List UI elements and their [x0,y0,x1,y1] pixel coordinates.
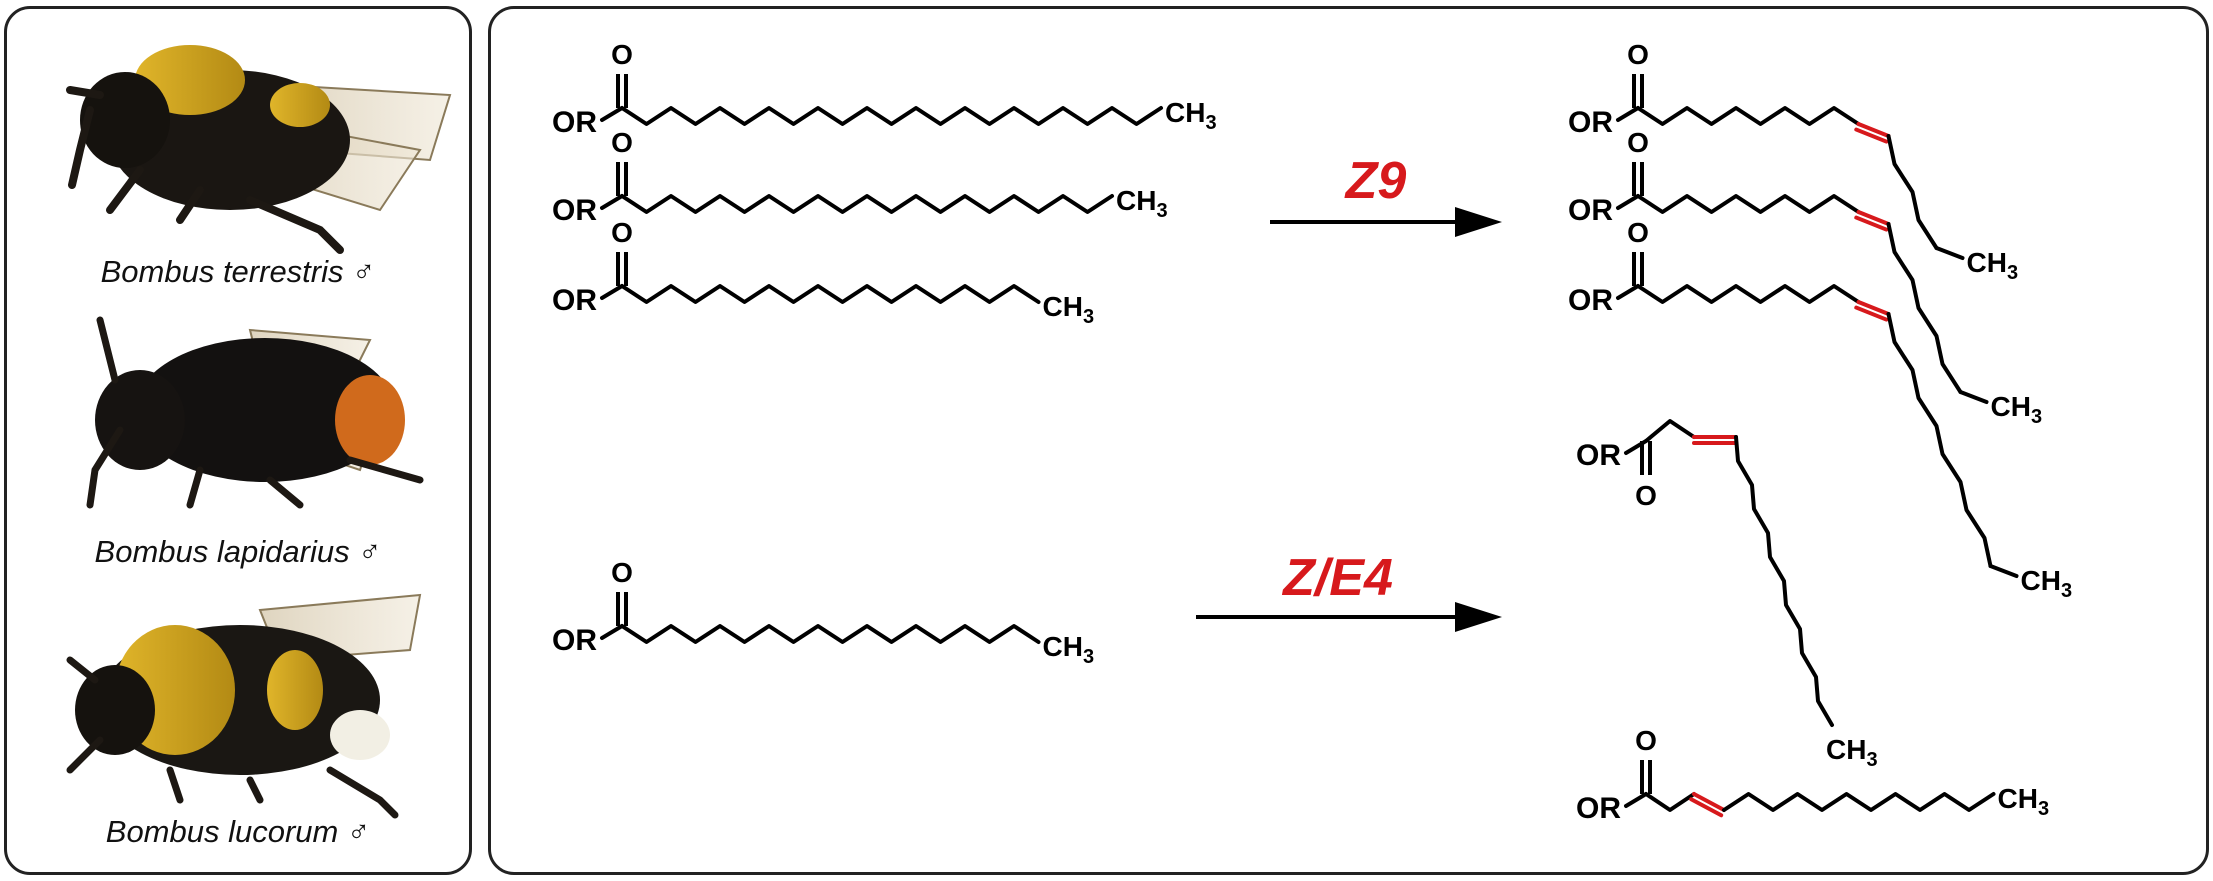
double-bond [1854,127,1889,144]
oxygen-label: O [1627,39,1649,70]
methyl-label: CH3 [1998,783,2050,820]
substrate-c18: OR O CH3 [552,39,1217,139]
substrate-c16: OR O CH3 [552,127,1168,227]
arrowhead-z9 [1455,207,1502,237]
ester-label: OR [552,194,597,227]
methyl-label: CH3 [1165,97,1217,134]
alkyl-chain [1644,419,1696,443]
ester-label: OR [1576,792,1621,825]
species-label-lapidarius: Bombus lapidarius ♂ [94,534,382,569]
reaction-label-z9: Z9 [1344,152,1407,210]
bee-photo-lapidarius [86,316,424,509]
double-bond [1854,305,1889,322]
species-label-terrestris: Bombus terrestris ♂ [100,254,376,289]
molecule-structures: OROCH3OROCH3OROCH3OROCH3OROCH3OROCH3OROC… [552,39,2072,825]
product-z9-c14: OR O CH3 [1568,217,2072,602]
alkyl-chain [620,106,1163,126]
arrowhead-ze4 [1455,602,1502,632]
oxygen-label: O [1627,127,1649,158]
alkyl-chain [620,194,1114,214]
alkyl-chain [1636,194,1861,214]
reaction-panel [488,6,2209,875]
ester-bond [1624,792,1648,808]
bee-photo-terrestris [66,45,452,254]
double-bond [1854,215,1889,232]
product-z9-c16: OR O CH3 [1568,127,2042,428]
product-e4: OR O CH3 [1576,725,2049,825]
ester-bond [1616,194,1640,210]
substrate-c14-b: OR O CH3 [552,557,1094,668]
alkyl-chain [1636,284,1861,304]
methyl-label: CH3 [1991,391,2043,428]
alkyl-chain [1958,390,1989,404]
oxygen-label: O [611,127,633,158]
methyl-label: CH3 [1043,291,1095,328]
alkyl-chain [1644,792,1696,812]
alkyl-chain [1734,435,1834,727]
oxygen-label: O [611,217,633,248]
oxygen-label: O [1627,217,1649,248]
double-bond [1692,792,1726,812]
reaction-ze4: Z/E4 [1196,549,1502,632]
double-bond [1856,210,1891,226]
methyl-label: CH3 [2021,565,2073,602]
ester-label: OR [552,624,597,657]
product-z4: OR O CH3 [1576,419,1878,771]
ester-label: OR [1576,439,1621,472]
methyl-label: CH3 [1826,734,1878,771]
bee-photo-lucorum [66,593,422,819]
oxygen-label: O [1635,725,1657,756]
alkyl-chain [1934,246,1965,260]
alkyl-chain [1722,792,1996,812]
ester-label: OR [552,284,597,317]
alkyl-chain [1636,106,1861,126]
ester-bond [1616,284,1640,300]
double-bond [1856,122,1891,138]
alkyl-chain [620,284,1041,304]
methyl-label: CH3 [1043,631,1095,668]
reaction-label-ze4: Z/E4 [1281,549,1393,607]
ester-bond [1616,106,1640,122]
substrate-c14: OR O CH3 [552,217,1094,328]
ester-label: OR [552,106,597,139]
oxygen-label: O [611,39,633,70]
methyl-label: CH3 [1967,247,2019,284]
ester-bond [600,194,624,210]
ester-label: OR [1568,194,1613,227]
methyl-label: CH3 [1116,185,1168,222]
ester-label: OR [1568,284,1613,317]
alkyl-chain [1988,564,2019,578]
ester-bond [600,284,624,300]
species-label-lucorum: Bombus lucorum ♂ [105,814,371,849]
ester-label: OR [1568,106,1613,139]
double-bond [1856,300,1891,316]
reaction-z9: Z9 [1270,152,1502,237]
product-z9-c18: OR O CH3 [1568,39,2018,284]
oxygen-label: O [1635,480,1657,511]
alkyl-chain [620,624,1041,644]
alkyl-chain [1886,222,1963,394]
alkyl-chain [1886,312,1993,568]
ester-bond [600,106,624,122]
double-bond [1689,797,1724,818]
ester-bond [600,624,624,640]
alkyl-chain [1886,134,1939,250]
oxygen-label: O [611,557,633,588]
